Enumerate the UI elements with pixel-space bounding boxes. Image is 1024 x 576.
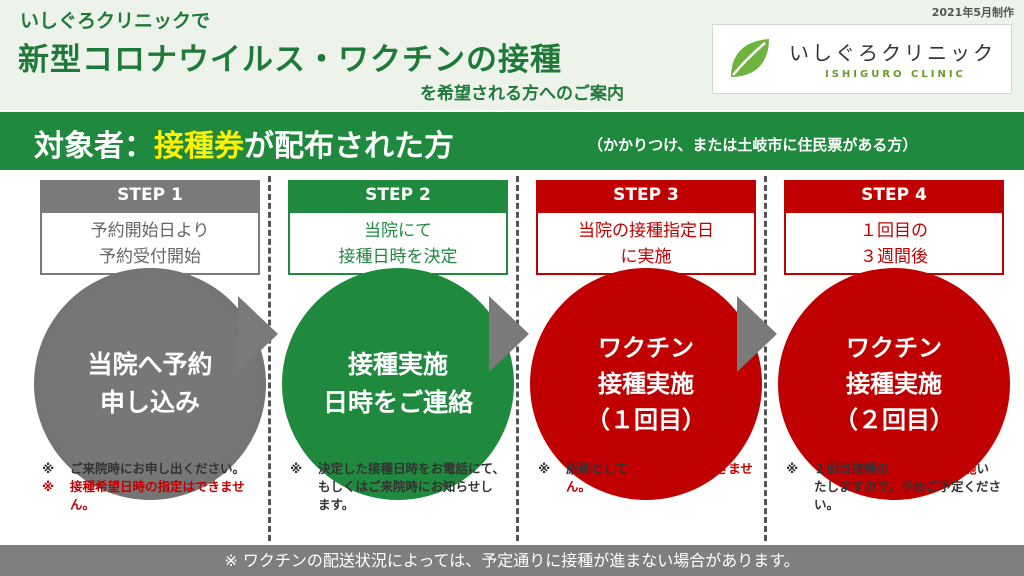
step-description: 当院の接種指定日 に実施: [536, 211, 756, 275]
step-3-notes: ※ 原則としてキャンセルはできません。: [538, 460, 753, 496]
target-note: （かかりつけ、または土岐市に住民票がある方）: [588, 136, 918, 154]
step-label: STEP 3: [536, 180, 756, 211]
note-text: 原則として: [566, 461, 629, 476]
footer-note: ※ ワクチンの配送状況によっては、予定通りに接種が進まない場合があります。: [0, 545, 1024, 576]
note-mark: ※: [42, 479, 55, 494]
note-text: １回目接種の: [814, 461, 890, 476]
step-label: STEP 1: [40, 180, 260, 211]
step-label: STEP 4: [784, 180, 1004, 211]
step-circle: 接種実施 日時をご連絡: [282, 268, 514, 500]
note-item: ※ 接種希望日時の指定はできません。: [42, 478, 257, 514]
circle-line: ワクチン: [598, 334, 694, 362]
step-description: １回目の ３週間後: [784, 211, 1004, 275]
note-emphasis: ３週間後に実施: [889, 461, 977, 476]
circle-line: （２回目）: [834, 406, 954, 434]
circle-line: 接種実施: [846, 370, 942, 398]
step-3: STEP 3 当院の接種指定日 に実施 ワクチン 接種実施 （１回目）: [530, 180, 762, 500]
clinic-line: いしぐろクリニックで: [20, 10, 211, 32]
circle-line: 申し込み: [99, 388, 200, 417]
step-description: 当院にて 接種日時を決定: [288, 211, 508, 275]
clinic-logo: いしぐろクリニック ISHIGURO CLINIC: [712, 24, 1012, 94]
step-4: STEP 4 １回目の ３週間後 ワクチン 接種実施 （２回目）: [778, 180, 1010, 500]
step-2-notes: ※ 決定した接種日時をお電話にて、もしくはご来院時にお知らせします。: [290, 460, 505, 514]
target-suffix: が配布された方: [244, 129, 454, 164]
target-heading: 対象者：接種券が配布された方: [34, 121, 454, 165]
note-mark: ※: [290, 461, 303, 476]
logo-name-en: ISHIGURO CLINIC: [825, 69, 966, 80]
page-subtitle: を希望される方へのご案内: [420, 84, 624, 104]
note-text: ご来院時にお申し出ください。: [70, 461, 246, 476]
note-mark: ※: [786, 461, 799, 476]
step-circle: ワクチン 接種実施 （２回目）: [778, 268, 1010, 500]
circle-line: 接種実施: [598, 370, 694, 398]
step-1-notes: ※ ご来院時にお申し出ください。 ※ 接種希望日時の指定はできません。: [42, 460, 257, 514]
step-2: STEP 2 当院にて 接種日時を決定 接種実施 日時をご連絡: [282, 180, 514, 500]
note-text: 決定した接種日時をお電話にて、もしくはご来院時にお知らせします。: [318, 461, 505, 512]
note-emphasis: キャンセルはできません。: [566, 461, 753, 494]
circle-line: 日時をご連絡: [322, 388, 473, 417]
step-4-notes: ※ １回目接種の３週間後に実施いたしますので、予めご予定ください。: [786, 460, 1001, 514]
note-item: ※ 決定した接種日時をお電話にて、もしくはご来院時にお知らせします。: [290, 460, 505, 514]
step-desc-line: １回目の: [860, 221, 928, 241]
note-mark: ※: [42, 461, 55, 476]
step-label: STEP 2: [288, 180, 508, 211]
date-label: 2021年5月制作: [931, 6, 1014, 19]
step-desc-line: 予約受付開始: [99, 247, 201, 267]
target-banner: 対象者：接種券が配布された方 （かかりつけ、または土岐市に住民票がある方）: [0, 112, 1024, 170]
step-circle: 当院へ予約 申し込み: [34, 268, 266, 500]
circle-line: 接種実施: [347, 350, 448, 379]
note-text: 接種希望日時の指定はできません。: [70, 479, 245, 512]
circle-line: 当院へ予約: [87, 350, 213, 379]
step-circle: ワクチン 接種実施 （１回目）: [530, 268, 762, 500]
step-desc-line: 当院の接種指定日: [578, 221, 714, 241]
note-item: ※ １回目接種の３週間後に実施いたしますので、予めご予定ください。: [786, 460, 1001, 514]
step-desc-line: に実施: [620, 247, 672, 267]
note-item: ※ 原則としてキャンセルはできません。: [538, 460, 753, 496]
circle-line: ワクチン: [846, 334, 942, 362]
step-description: 予約開始日より 予約受付開始: [40, 211, 260, 275]
note-text: いたしますので、予めご予定ください。: [814, 461, 1002, 512]
target-prefix: 対象者：: [34, 129, 154, 164]
step-1: STEP 1 予約開始日より 予約受付開始 当院へ予約 申し込み: [34, 180, 266, 500]
leaf-icon: [731, 39, 769, 77]
step-desc-line: 予約開始日より: [90, 221, 210, 241]
note-item: ※ ご来院時にお申し出ください。: [42, 460, 257, 478]
step-desc-line: ３週間後: [860, 247, 928, 267]
page-title: 新型コロナウイルス・ワクチンの接種: [18, 42, 562, 78]
arrow-right-icon: [737, 296, 777, 372]
arrow-right-icon: [489, 296, 529, 372]
step-desc-line: 接種日時を決定: [338, 247, 458, 267]
arrow-right-icon: [238, 296, 278, 372]
target-highlight: 接種券: [154, 129, 244, 164]
header: 2021年5月制作 いしぐろクリニックで 新型コロナウイルス・ワクチンの接種 を…: [0, 0, 1024, 110]
circle-line: （１回目）: [586, 406, 706, 434]
logo-name-jp: いしぐろクリニック: [789, 41, 996, 65]
note-mark: ※: [538, 461, 551, 476]
step-desc-line: 当院にて: [364, 221, 432, 241]
